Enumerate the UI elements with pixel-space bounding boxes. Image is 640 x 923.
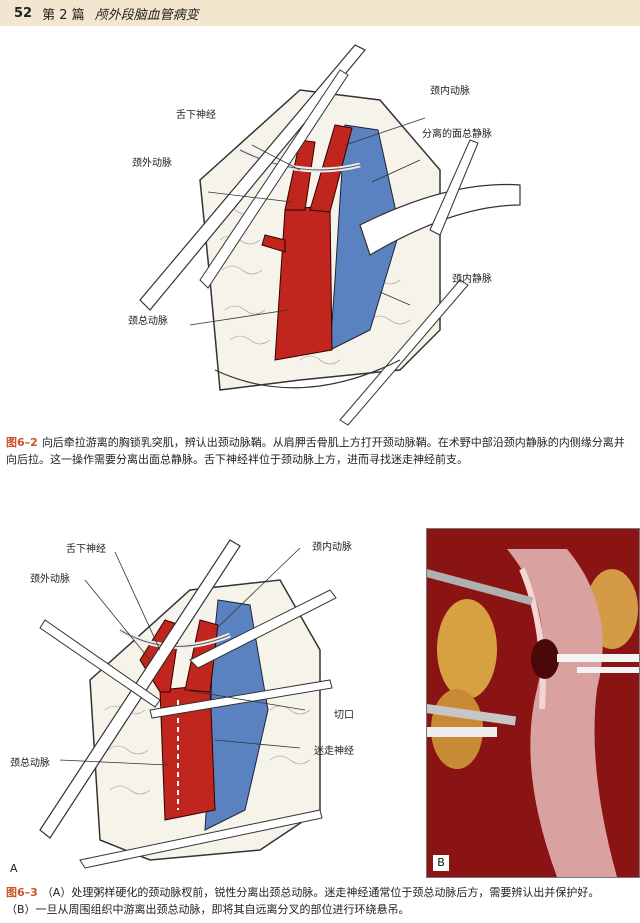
artery-branch: [261, 234, 286, 253]
retractor-bottom: [79, 809, 323, 869]
figure-6-3a: 舌下神经 颈内动脉 颈外动脉 切口 迷走神经 颈总动脉 A: [0, 510, 640, 880]
lower-tissue: [214, 359, 401, 389]
label-incision: 切口: [334, 710, 354, 721]
page-number: 52: [14, 5, 33, 21]
leader-lines: [59, 547, 306, 766]
label-common-carotid: 颈总动脉: [128, 316, 168, 327]
retractor-bottom: [339, 279, 469, 426]
label-vagus-nerve: 迷走神经: [314, 746, 354, 757]
label-external-carotid: 颈外动脉: [30, 574, 70, 585]
running-header: 52 第 2 篇 颅外段脑血管病变: [0, 0, 640, 26]
caption-text: 向后牵拉游离的胸锁乳突肌，辨认出颈动脉鞘。从肩胛舌骨肌上方打开颈动脉鞘。在术野中…: [6, 436, 625, 466]
label-external-carotid: 颈外动脉: [132, 158, 172, 169]
caption-text-b: （B）一旦从周围组织中游离出颈总动脉，即将其自远离分叉的部位进行环绕悬吊。: [6, 903, 410, 916]
panel-letter-a: A: [10, 862, 18, 875]
figure-6-3a-illustration: [39, 539, 337, 869]
caption-number: 图6–3: [6, 886, 38, 899]
chapter-label: 颅外段脑血管病变: [94, 7, 199, 23]
label-internal-carotid: 颈内动脉: [312, 542, 352, 553]
retractor-left: [139, 44, 366, 311]
caption-number: 图6–2: [6, 436, 38, 449]
panel-letter-b: B: [433, 855, 449, 871]
label-hypoglossal-nerve: 舌下神经: [176, 110, 216, 121]
label-hypoglossal-nerve: 舌下神经: [66, 544, 106, 555]
external-carotid-artery: [284, 139, 316, 211]
surgical-photo: [427, 529, 639, 877]
label-common-facial-vein: 分离的面总静脉: [422, 129, 492, 140]
figure-6-2: 舌下神经 颈内动脉 分离的面总静脉 颈外动脉 颈内静脉 颈总动脉: [0, 30, 640, 430]
retractor-upper: [39, 619, 161, 708]
retractor-top: [429, 139, 479, 236]
retractor-right: [189, 589, 337, 669]
retractor-left-2: [199, 69, 349, 289]
label-common-carotid: 颈总动脉: [10, 758, 50, 769]
figure-6-2-illustration: [139, 44, 521, 426]
figure-6-3b-photo: B: [426, 528, 640, 878]
label-internal-carotid: 颈内动脉: [430, 86, 470, 97]
leader-lines: [189, 117, 426, 326]
label-internal-jugular: 颈内静脉: [452, 274, 492, 285]
caption-text-a: （A）处理粥样硬化的颈动脉杈前，锐性分离出颈总动脉。迷走神经通常位于颈总动脉后方…: [41, 886, 600, 899]
common-carotid-artery: [274, 204, 333, 361]
caption-6-3: 图6–3（A）处理粥样硬化的颈动脉杈前，锐性分离出颈总动脉。迷走神经通常位于颈总…: [6, 884, 634, 918]
part-label: 第 2 篇: [42, 7, 85, 23]
